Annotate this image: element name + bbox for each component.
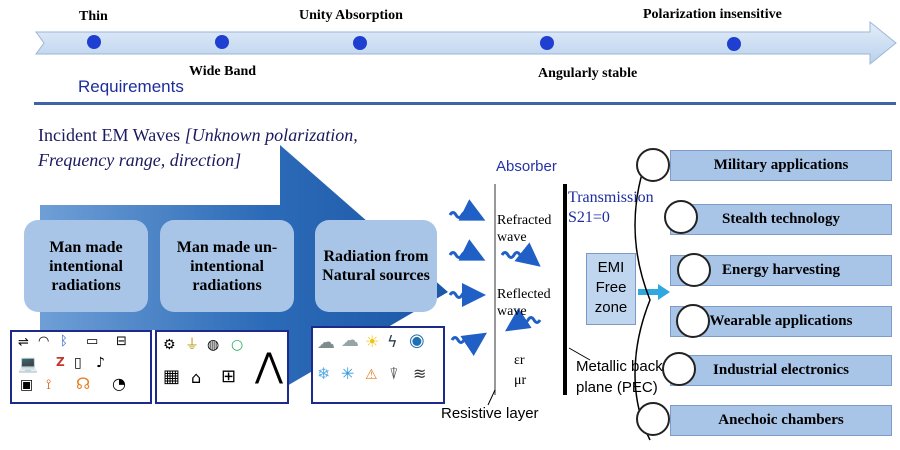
applications-connector xyxy=(634,149,651,441)
warning-icon: ⚠ xyxy=(365,367,378,383)
app-bubble xyxy=(636,148,670,182)
requirements-title: Requirements xyxy=(78,77,184,96)
radio-icon: ▣ xyxy=(20,377,34,393)
music-icon: ♪ xyxy=(96,355,105,371)
timeline-label-unity-absorption: Unity Absorption xyxy=(299,8,403,23)
app-stealth: Stealth technology xyxy=(670,204,892,235)
emi-free-zone: EMI Free zone xyxy=(586,253,636,325)
refracted-wave-label: Refracted wave xyxy=(497,213,552,245)
lightning-icon: ϟ xyxy=(387,332,398,351)
timeline-label-polarization: Polarization insensitive xyxy=(643,7,782,22)
incident-waves-caption: Incident EM Waves [Unknown polarization,… xyxy=(38,123,358,173)
sun-icon: ☀ xyxy=(365,332,380,351)
app-military: Military applications xyxy=(670,150,892,181)
incident-unknown-polarization: [Unknown polarization, xyxy=(184,125,358,145)
factory-icon: ⌂ xyxy=(191,368,202,387)
snowflake-icon: ❄ xyxy=(317,364,331,383)
snow-icon: ✳ xyxy=(341,364,355,383)
app-bubble xyxy=(664,200,698,234)
incident-wave xyxy=(448,283,486,307)
phone-icon: ▯ xyxy=(74,355,82,371)
laptop-icon: 💻 xyxy=(18,354,38,373)
incident-wave xyxy=(448,239,486,261)
intentional-icons-panel: ⇌ ◠ ᛒ ▭ ⊟ 💻 Z ▯ ♪ ▣ ⟟ ☊ ◔ xyxy=(10,330,152,404)
app-bubble xyxy=(636,402,670,436)
timeline-dot xyxy=(540,36,554,50)
metallic-pointer xyxy=(568,347,591,361)
permittivity-label: εr xyxy=(514,353,525,368)
antenna-icon: ☊ xyxy=(76,374,91,393)
cloud-rain-icon: ☁ xyxy=(317,332,335,353)
source-natural-label: Radiation from Natural sources xyxy=(322,248,430,284)
incident-frequency: Frequency range, direction] xyxy=(38,150,242,170)
emi-arrow xyxy=(638,284,670,300)
source-intentional-label: Man made intentional radiations xyxy=(49,238,123,294)
requirements-timeline xyxy=(35,20,897,66)
worker-icon: ⊞ xyxy=(221,366,237,387)
app-bubble xyxy=(677,253,711,287)
zigbee-icon: Z xyxy=(56,355,65,369)
storm-icon: ☁ xyxy=(341,330,359,351)
incident-wave xyxy=(448,199,486,221)
transmission-line1: Transmission xyxy=(568,189,654,206)
resistive-pointer xyxy=(487,389,496,406)
tornado-icon: ⍒ xyxy=(389,364,399,383)
app-bubble xyxy=(676,304,710,338)
source-intentional: Man made intentional radiations xyxy=(24,220,148,312)
plug-icon: ⏚ xyxy=(185,337,199,353)
wind-icon: ≋ xyxy=(413,364,427,383)
absorber-diagram xyxy=(448,184,591,406)
timeline-dot xyxy=(87,35,101,49)
refracted-wave xyxy=(500,242,541,267)
natural-icons-panel: ☁ ☁ ☀ ϟ ◉ ❄ ✳ ⚠ ⍒ ≋ xyxy=(311,326,445,404)
metallic-back-plane-label: Metallic back plane (PEC) xyxy=(576,358,663,396)
reflected-wave-label: Reflected wave xyxy=(497,287,551,319)
timeline-label-angularly-stable: Angularly stable xyxy=(538,66,638,81)
app-bubble xyxy=(662,352,696,386)
timeline-label-thin: Thin xyxy=(79,9,108,24)
meter-icon: ◍ xyxy=(207,337,220,353)
bulb-icon: ○ xyxy=(231,337,244,353)
timeline-label-wide-band: Wide Band xyxy=(189,64,257,79)
timeline-dot xyxy=(727,37,741,51)
usb-icon: ⇌ xyxy=(18,335,29,350)
transformer-icon: ▦ xyxy=(163,366,181,387)
wifi-icon: ◠ xyxy=(38,334,50,349)
tv-icon: ▭ xyxy=(86,334,99,349)
absorber-title: Absorber xyxy=(496,158,557,175)
app-industrial: Industrial electronics xyxy=(670,355,892,386)
app-anechoic: Anechoic chambers xyxy=(670,405,892,436)
timeline-dot xyxy=(353,36,367,50)
transmission-line2: S21=0 xyxy=(568,209,610,226)
timeline-arrow xyxy=(35,20,897,66)
pylon-icon: ⋀ xyxy=(255,346,283,386)
tower-icon: ⟟ xyxy=(46,377,52,393)
satellite-dish-icon: ◔ xyxy=(112,374,126,393)
incident-title: Incident EM Waves xyxy=(38,125,185,145)
reflected-wave xyxy=(505,308,542,332)
source-unintentional: Man made un-intentional radiations xyxy=(160,220,294,312)
source-natural: Radiation from Natural sources xyxy=(315,220,437,312)
cyclone-icon: ◉ xyxy=(409,330,425,351)
transmission-label: Transmission S21=0 xyxy=(568,188,654,228)
motor-icon: ⚙ xyxy=(163,337,176,353)
resistive-layer-label: Resistive layer xyxy=(441,405,539,422)
incident-wave xyxy=(450,332,487,356)
permeability-label: μr xyxy=(514,373,527,388)
source-unintentional-label: Man made un-intentional radiations xyxy=(176,238,278,294)
section-divider xyxy=(34,102,896,105)
unintentional-icons-panel: ⚙ ⏚ ◍ ○ ▦ ⌂ ⊞ ⋀ xyxy=(155,330,289,404)
bluetooth-icon: ᛒ xyxy=(60,334,68,349)
timeline-dot xyxy=(215,35,229,49)
router-icon: ⊟ xyxy=(116,334,127,349)
